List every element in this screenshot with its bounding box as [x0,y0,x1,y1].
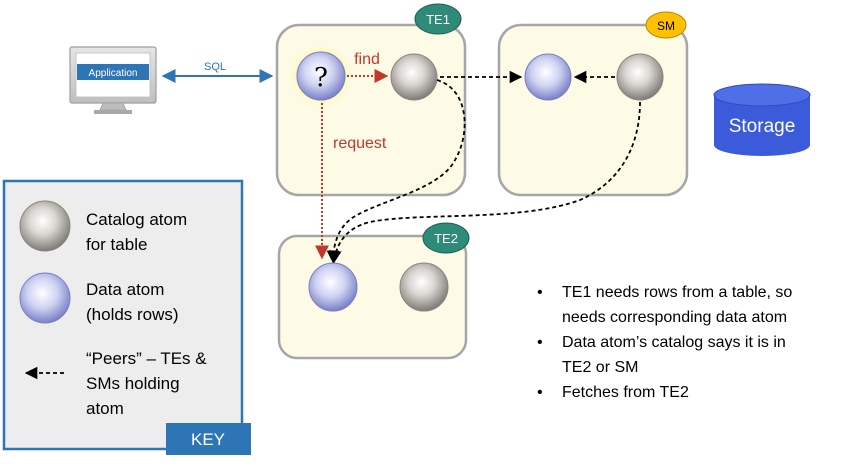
application-label: Application [89,68,138,79]
sm-box [497,23,689,197]
sm-data-atom [524,53,572,101]
te2-catalog-atom [399,262,449,312]
bullet-dot: • [537,334,543,351]
key-data-line2: (holds rows) [86,305,179,324]
query-mark: ? [314,63,328,93]
te2-badge [422,222,470,254]
sm-badge [645,11,687,39]
bullet-1-line2: needs corresponding data atom [562,309,787,326]
te2-data-atom [308,262,358,312]
application-monitor: Application [69,46,157,114]
sql-label: SQL [204,61,226,73]
find-label: find [354,51,380,68]
key-catalog-line2: for table [86,235,147,254]
bullet-dot: • [537,384,543,401]
key-catalog-atom [19,200,71,252]
sm-catalog-atom [616,53,664,101]
te1-catalog-atom [390,53,438,101]
key-data-line1: Data atom [86,280,164,299]
application-label-box [77,64,149,80]
te1-badge-label: TE1 [426,12,450,27]
bullet-2-line2: TE2 or SM [562,359,638,376]
te2-badge-label: TE2 [434,231,458,246]
key-peers-line1: “Peers” – TEs & [86,349,207,368]
peer-arrow-sm-to-te2 [329,101,641,264]
sm-badge-label: SM [657,19,675,33]
te1-badge [414,3,462,35]
key-peers-line2: SMs holding [86,374,180,393]
storage-cylinder: Storage [713,83,811,156]
bullet-2-line1: Data atom’s catalog says it is in [562,334,786,351]
notes-list: • TE1 needs rows from a table, so needs … [537,284,792,401]
key-badge [166,423,251,455]
key-badge-label: KEY [191,430,225,449]
bullet-3-line1: Fetches from TE2 [562,384,689,401]
te1-data-atom-query [296,51,346,101]
peer-arrow-te1-to-te2 [326,79,466,264]
storage-top [713,83,811,107]
key-catalog-line1: Catalog atom [86,210,187,229]
key-data-atom [19,272,71,324]
bullet-dot: • [537,284,543,301]
request-label: request [333,135,387,152]
key-peers-line3: atom [86,399,124,418]
bullet-1-line1: TE1 needs rows from a table, so [562,284,792,301]
monitor-stand [99,102,127,111]
storage-body [714,95,810,156]
storage-label: Storage [729,116,796,137]
monitor-base [94,110,132,114]
